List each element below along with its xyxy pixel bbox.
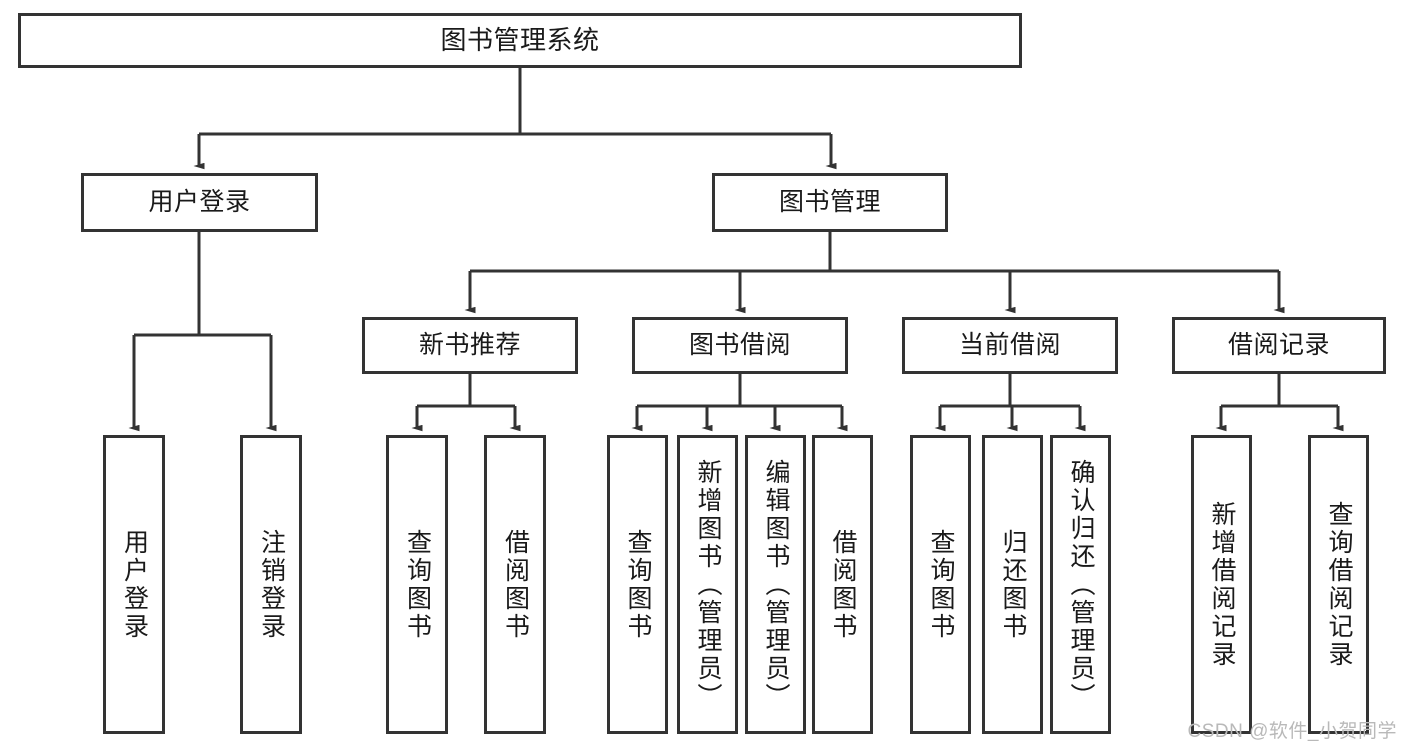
node-leaf-logout-login-label: 注销登录 — [257, 528, 286, 641]
node-leaf-edit-book[interactable]: 编辑图书（管理员） — [745, 435, 806, 734]
node-new-book-recommend[interactable]: 新书推荐 — [362, 317, 578, 374]
node-book-manage[interactable]: 图书管理 — [712, 173, 948, 232]
node-root-label: 图书管理系统 — [440, 25, 600, 56]
node-leaf-return-book[interactable]: 归还图书 — [982, 435, 1043, 734]
node-user-login-label: 用户登录 — [148, 187, 251, 216]
node-new-book-recommend-label: 新书推荐 — [418, 330, 521, 359]
node-leaf-borrow-book-1-label: 借阅图书 — [501, 528, 530, 641]
node-leaf-edit-book-label: 编辑图书（管理员） — [762, 458, 790, 711]
node-leaf-add-book[interactable]: 新增图书（管理员） — [677, 435, 738, 734]
node-leaf-add-record[interactable]: 新增借阅记录 — [1191, 435, 1252, 734]
watermark: CSDN @软件_小贺同学 — [1187, 721, 1397, 742]
node-current-borrow[interactable]: 当前借阅 — [902, 317, 1118, 374]
node-leaf-query-book-3[interactable]: 查询图书 — [910, 435, 971, 734]
node-leaf-borrow-book-1[interactable]: 借阅图书 — [484, 435, 546, 734]
node-leaf-logout-login[interactable]: 注销登录 — [240, 435, 302, 734]
node-leaf-query-book-2-label: 查询图书 — [624, 528, 652, 641]
node-book-manage-label: 图书管理 — [778, 187, 881, 216]
node-leaf-add-book-label: 新增图书（管理员） — [694, 458, 722, 711]
node-leaf-add-record-label: 新增借阅记录 — [1208, 500, 1236, 669]
node-book-borrow[interactable]: 图书借阅 — [632, 317, 848, 374]
node-leaf-query-book-3-label: 查询图书 — [927, 528, 955, 641]
node-leaf-user-login[interactable]: 用户登录 — [103, 435, 165, 734]
node-leaf-query-record-label: 查询借阅记录 — [1325, 500, 1353, 669]
node-leaf-confirm-return-label: 确认归还（管理员） — [1067, 458, 1095, 711]
node-borrow-record-label: 借阅记录 — [1227, 330, 1330, 359]
node-leaf-borrow-book-2[interactable]: 借阅图书 — [812, 435, 873, 734]
node-leaf-user-login-label: 用户登录 — [120, 528, 149, 641]
node-leaf-query-record[interactable]: 查询借阅记录 — [1308, 435, 1369, 734]
node-leaf-query-book-1-label: 查询图书 — [403, 528, 432, 641]
node-user-login[interactable]: 用户登录 — [81, 173, 318, 232]
node-borrow-record[interactable]: 借阅记录 — [1172, 317, 1386, 374]
node-leaf-borrow-book-2-label: 借阅图书 — [829, 528, 857, 641]
node-book-borrow-label: 图书借阅 — [688, 330, 791, 359]
node-leaf-query-book-1[interactable]: 查询图书 — [386, 435, 448, 734]
node-leaf-return-book-label: 归还图书 — [999, 528, 1027, 641]
node-current-borrow-label: 当前借阅 — [958, 330, 1061, 359]
node-leaf-query-book-2[interactable]: 查询图书 — [607, 435, 668, 734]
node-root[interactable]: 图书管理系统 — [18, 13, 1022, 68]
node-leaf-confirm-return[interactable]: 确认归还（管理员） — [1050, 435, 1111, 734]
